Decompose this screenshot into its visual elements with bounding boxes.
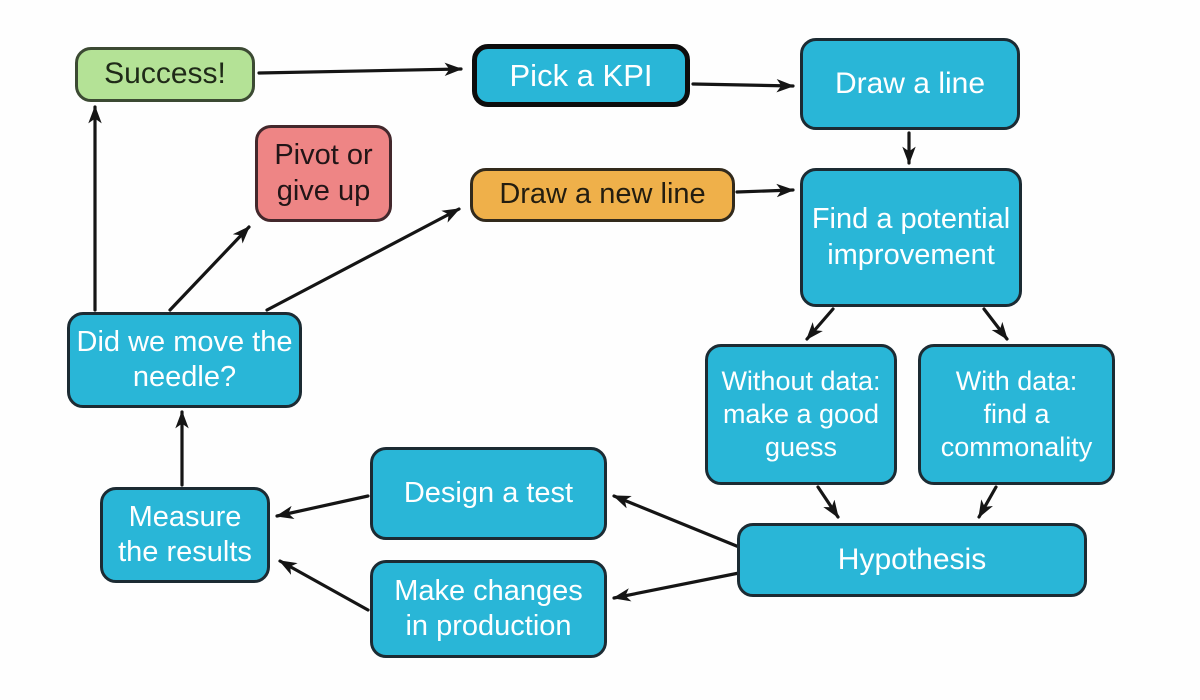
node-label: Draw a line — [834, 66, 986, 100]
node-label-line: needle? — [132, 361, 237, 393]
node-measure-the-results: Measure the results — [100, 487, 270, 583]
arrow-without-data-to-hypothesis — [816, 485, 840, 519]
arrow-design-test-to-measure — [275, 494, 370, 520]
arrow-pick-kpi-to-draw-line — [691, 78, 795, 93]
node-make-changes-in-production: Make changes in production — [370, 560, 607, 658]
node-label-line: improvement — [827, 238, 995, 271]
node-label-line: give up — [276, 174, 371, 207]
node-with-data-find-a-commonality: With data: find a commonality — [918, 344, 1115, 485]
arrow-with-data-to-hypothesis — [977, 485, 998, 519]
node-find-a-potential-improvement: Find a potential improvement — [800, 168, 1022, 307]
node-label-line: guess — [764, 431, 838, 462]
node-pick-a-kpi: Pick a KPI — [472, 44, 690, 107]
node-label-line: Find a potential — [811, 203, 1011, 236]
node-label: Success! — [104, 57, 226, 91]
node-label-line: in production — [405, 610, 572, 642]
node-label: Design a test — [403, 476, 574, 509]
node-label-line: Pivot or — [274, 139, 373, 172]
arrow-did-we-move-to-draw-new-line — [265, 207, 461, 312]
node-label-line: make a good — [722, 399, 880, 430]
node-label-line: commonality — [940, 431, 1093, 462]
node-success: Success! — [75, 47, 255, 102]
arrow-success-to-pick-kpi — [257, 62, 463, 77]
node-pivot-or-give-up: Pivot or give up — [255, 125, 392, 222]
node-without-data-make-a-good-guess: Without data: make a good guess — [705, 344, 897, 485]
node-label-line: Measure — [128, 500, 242, 533]
node-label: Pick a KPI — [509, 57, 653, 93]
arrow-hypothesis-to-design-test — [612, 494, 741, 549]
node-label: Hypothesis — [837, 542, 987, 576]
node-label-line: With data: — [955, 366, 1078, 397]
node-label-line: Did we move the — [76, 325, 293, 358]
node-did-we-move-the-needle: Did we move the needle? — [67, 312, 302, 408]
node-draw-a-line: Draw a line — [800, 38, 1020, 130]
node-label-line: Make changes — [394, 574, 583, 607]
node-label-line: Without data: — [721, 366, 881, 397]
node-hypothesis: Hypothesis — [737, 523, 1087, 597]
node-label-line: the results — [118, 536, 252, 568]
node-design-a-test: Design a test — [370, 447, 607, 540]
arrow-find-potential-to-without-data — [805, 307, 835, 341]
node-draw-a-new-line: Draw a new line — [470, 168, 735, 222]
node-label-line: find a — [983, 399, 1050, 430]
arrow-draw-new-line-to-find-potential — [735, 183, 795, 198]
arrow-make-changes-to-measure — [278, 559, 370, 612]
arrow-hypothesis-to-make-changes — [612, 571, 741, 602]
node-label: Draw a new line — [499, 178, 706, 211]
arrow-find-potential-to-with-data — [982, 307, 1009, 341]
arrow-did-we-move-to-pivot — [168, 225, 251, 312]
